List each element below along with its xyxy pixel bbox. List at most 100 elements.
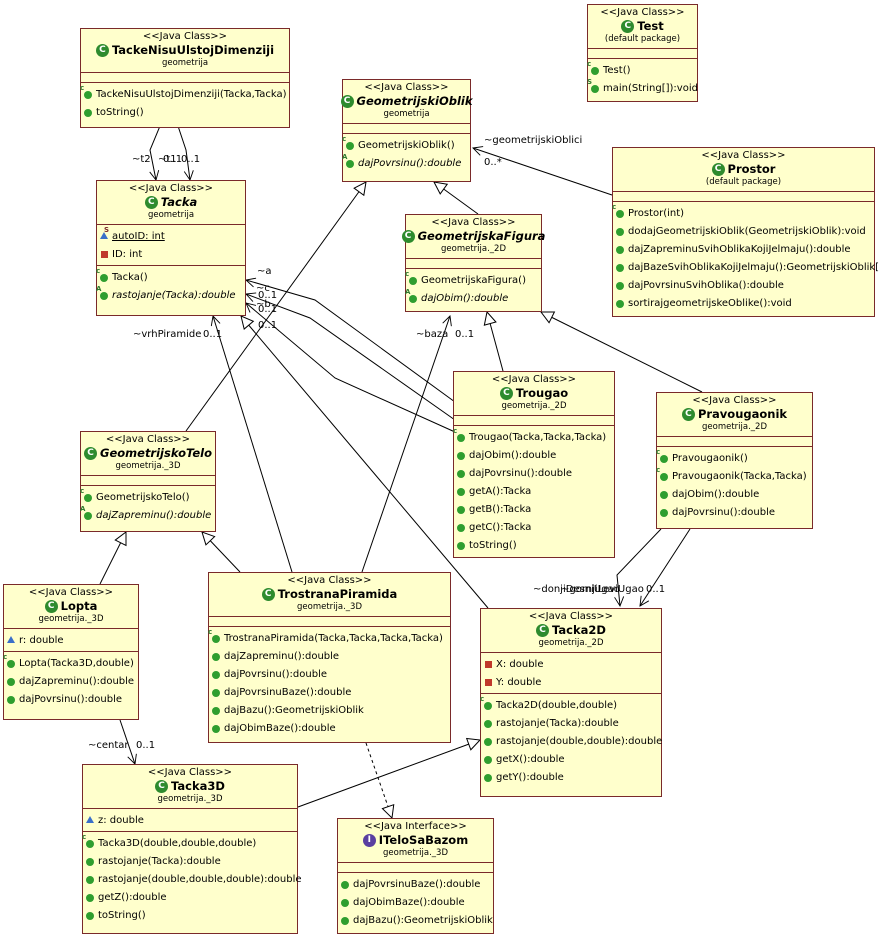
method-row[interactable]: dajPovrsinu():double xyxy=(6,690,136,708)
method-row[interactable]: getZ():double xyxy=(85,888,295,906)
method-row[interactable]: rastojanje(Tacka):double xyxy=(85,852,295,870)
package-name: geometrija._3D xyxy=(383,848,448,858)
method-row[interactable]: getX():double xyxy=(483,750,659,768)
method-row[interactable]: getC():Tacka xyxy=(456,518,612,536)
method-row[interactable]: dajPovrsinuBaze():double xyxy=(211,683,448,701)
method-row[interactable]: getB():Tacka xyxy=(456,500,612,518)
method-row[interactable]: dajBazu():GeometrijskiOblik xyxy=(340,911,493,929)
method-row[interactable]: dajPovrsinu():double xyxy=(211,665,448,683)
constructor-icon: c xyxy=(80,487,93,502)
method-row[interactable]: rastojanje(Tacka):double xyxy=(483,714,659,732)
method-public-icon xyxy=(615,262,625,272)
fields-compartment: X: double Y: double xyxy=(481,653,661,694)
method-row[interactable]: dajPovrsinuBaze():double xyxy=(340,875,491,893)
method-text: GeometrijskaFigura() xyxy=(421,274,526,286)
constructor-icon: c xyxy=(208,628,221,643)
method-row[interactable]: dajPovrsinuSvihOblika():double xyxy=(615,276,872,294)
method-row[interactable]: getA():Tacka xyxy=(456,482,612,500)
method-row[interactable]: dajPovrsinu():double xyxy=(456,464,612,482)
method-public-icon xyxy=(456,486,466,496)
fields-compartment xyxy=(209,617,450,627)
method-row[interactable]: toString() xyxy=(85,906,295,924)
method-row[interactable]: dajBazu():GeometrijskiOblik xyxy=(211,701,448,719)
method-row[interactable]: getY():double xyxy=(483,768,659,786)
method-row[interactable]: dajPovrsinu():double xyxy=(659,503,810,521)
method-row[interactable]: dajObimBaze():double xyxy=(211,719,448,737)
gen-geometrijskotelo-geometrijskioblik xyxy=(185,182,366,432)
class-name: ITeloSaBazom xyxy=(378,833,469,847)
method-row[interactable]: toString() xyxy=(456,536,612,554)
method-row[interactable]: dajObimBaze():double xyxy=(340,893,491,911)
constructor-icon: c xyxy=(342,135,355,150)
assoc-a xyxy=(246,280,456,403)
method-row[interactable]: dajZapreminu():double xyxy=(211,647,448,665)
method-row[interactable]: rastojanje(double,double,double):double xyxy=(85,870,302,888)
method-text: dajObimBaze():double xyxy=(224,722,336,734)
method-text: main(String[]):void xyxy=(603,82,698,94)
method-row[interactable]: dodajGeometrijskiOblik(GeometrijskiOblik… xyxy=(615,222,872,240)
method-row[interactable]: dajBazeSvihOblikaKojiJelmaju():Geometrij… xyxy=(615,258,880,276)
method-row[interactable]: toString() xyxy=(83,103,287,121)
field-row[interactable]: r: double xyxy=(6,631,136,649)
label-baza: ~baza xyxy=(416,329,449,340)
method-text: GeometrijskoTelo() xyxy=(96,491,190,503)
field-row[interactable]: ID: int xyxy=(99,245,243,263)
field-text: X: double xyxy=(496,658,544,670)
field-row[interactable]: z: double xyxy=(85,811,295,829)
assoc-t1 xyxy=(177,125,190,180)
method-row[interactable]: sortirajgeometrijskeOblike():void xyxy=(615,294,872,312)
method-row[interactable]: dajZapreminuSvihOblikaKojiJelmaju():doub… xyxy=(615,240,872,258)
method-row[interactable]: rastojanje(double,double):double xyxy=(483,732,662,750)
method-row[interactable]: dajObim():double xyxy=(659,485,810,503)
field-row[interactable]: X: double xyxy=(483,655,659,673)
constructor-icon: c xyxy=(80,84,93,99)
method-public-icon xyxy=(456,468,466,478)
label-mult-c: 0..1 xyxy=(258,290,278,301)
fields-compartment xyxy=(454,416,614,426)
field-row[interactable]: Y: double xyxy=(483,673,659,691)
method-text: dajObim():double xyxy=(421,292,509,304)
method-row[interactable]: dajObim():double xyxy=(456,446,612,464)
method-row[interactable]: dajZapreminu():double xyxy=(6,672,136,690)
